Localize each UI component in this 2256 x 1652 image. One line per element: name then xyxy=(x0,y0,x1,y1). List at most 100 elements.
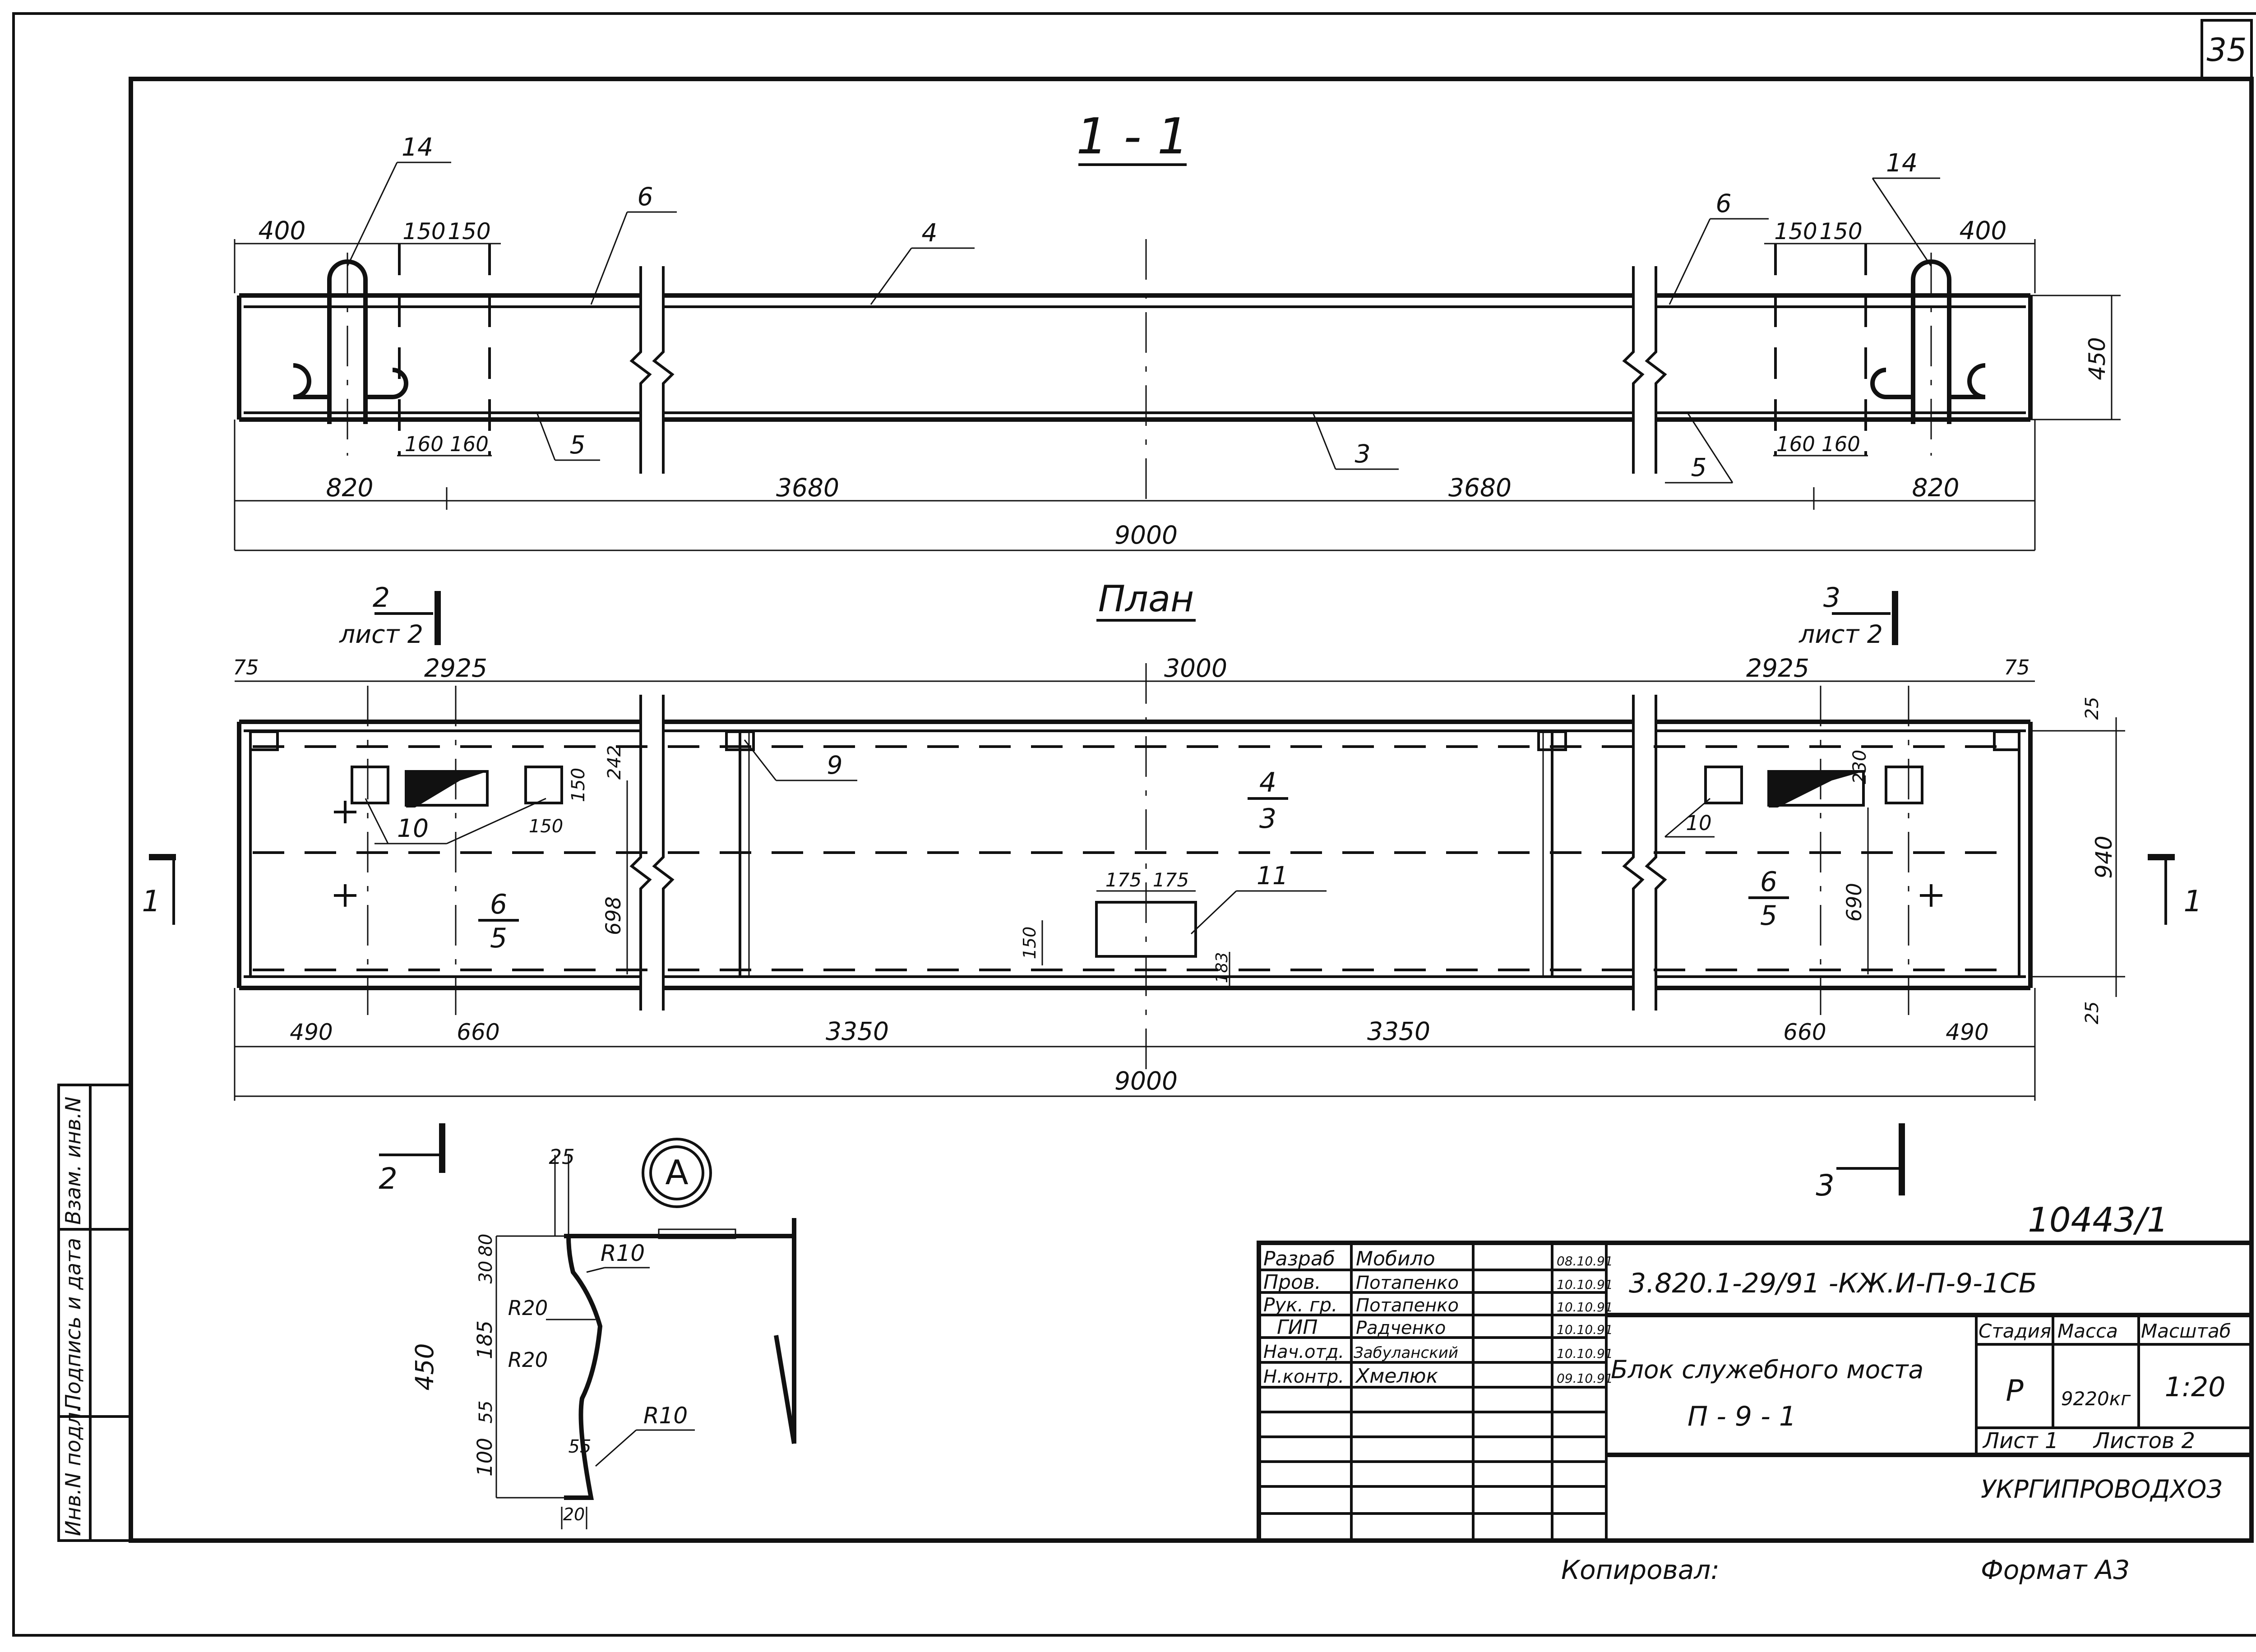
mark-14-right: 14 xyxy=(1886,148,1918,177)
tb-role-3: ГИП xyxy=(1277,1316,1318,1339)
view-left-sheet: лист 2 xyxy=(339,620,423,649)
plan-dim-175-b: 175 xyxy=(1153,869,1189,891)
section-mark-2: 2 xyxy=(379,1162,397,1196)
fraction-left-bottom: 5 xyxy=(490,923,507,954)
tb-name-5: Хмелюк xyxy=(1355,1365,1438,1388)
detail-dim-450: 450 xyxy=(410,1343,439,1391)
tb-role-5: Н.контр. xyxy=(1263,1366,1344,1387)
fraction-right-top: 6 xyxy=(1760,866,1777,898)
section-dim-150-a: 150 xyxy=(402,218,445,245)
mark-5-right: 5 xyxy=(1691,453,1707,482)
section-mark-3: 3 xyxy=(1816,1169,1834,1203)
title-block: 10443/1 Разраб Мобило 08.10.91 Пров. Пот… xyxy=(1257,1200,2254,1585)
section-height-450: 450 xyxy=(2084,337,2110,380)
plan-bdim-3350-left: 3350 xyxy=(826,1017,889,1046)
section-dim-400-left: 400 xyxy=(259,216,306,245)
plan-title: План xyxy=(1098,578,1194,620)
mark-14-left: 14 xyxy=(402,133,433,162)
plan-bdim-660-left: 660 xyxy=(457,1019,499,1045)
plan-dim-75-left: 75 xyxy=(233,655,259,679)
detail-dim-25: 25 xyxy=(549,1145,574,1169)
detail-dim-185: 185 xyxy=(473,1320,497,1359)
tb-date-4: 10.10.91 xyxy=(1557,1346,1613,1361)
tb-org: УКРГИПРОВОДХОЗ xyxy=(1981,1475,2223,1504)
tb-role-1: Пров. xyxy=(1263,1271,1321,1294)
fraction-center-top: 4 xyxy=(1259,767,1276,798)
plan-total-9000: 9000 xyxy=(1114,1066,1178,1095)
plan-dim-690: 690 xyxy=(1842,883,1866,922)
tb-sheet: Лист 1 xyxy=(1982,1428,2058,1454)
plan-dim-150-v: 150 xyxy=(568,768,589,802)
tb-mass: 9220кг xyxy=(2061,1388,2131,1410)
section-dim-150-c: 150 xyxy=(1774,218,1817,245)
detail-dim-100: 100 xyxy=(473,1438,497,1477)
tb-name-2: Потапенко xyxy=(1356,1295,1459,1316)
stamp-signature-date: Подпись и дата xyxy=(61,1238,85,1410)
tb-date-0: 08.10.91 xyxy=(1557,1254,1613,1269)
mark-10-left: 10 xyxy=(397,814,429,843)
section-dim-160-c: 160 xyxy=(1776,432,1815,456)
plan-dim-75-right: 75 xyxy=(2004,655,2029,679)
section-dim-400-right: 400 xyxy=(1960,216,2007,245)
section-span-820-left: 820 xyxy=(326,473,374,502)
tb-name-4: Забуланский xyxy=(1354,1344,1458,1362)
plan-bdim-490-right: 490 xyxy=(1946,1019,1988,1045)
plan-bdim-490-left: 490 xyxy=(290,1019,333,1045)
tb-sheets: Листов 2 xyxy=(2093,1428,2195,1454)
tb-product-mark: П - 9 - 1 xyxy=(1687,1401,1796,1432)
detail-r20-bottom: R20 xyxy=(508,1348,548,1372)
plan-dim-2925-left: 2925 xyxy=(424,654,487,683)
section-dim-160-b: 160 xyxy=(450,432,489,456)
tb-scale-header: Масштаб xyxy=(2141,1320,2231,1342)
mark-6-left: 6 xyxy=(638,182,653,211)
tb-product-name: Блок служебного моста xyxy=(1611,1355,1923,1384)
tb-role-0: Разраб xyxy=(1263,1247,1335,1270)
mark-6-right: 6 xyxy=(1716,189,1732,218)
mark-3: 3 xyxy=(1355,439,1371,468)
mark-11: 11 xyxy=(1257,861,1288,890)
plan-view: План 2 лист 2 3 лист 2 75 2925 3000 2925… xyxy=(142,578,2202,1203)
tb-date-3: 10.10.91 xyxy=(1557,1322,1613,1337)
mark-10-right: 10 xyxy=(1686,811,1711,835)
detail-dim-55-h: 55 xyxy=(569,1436,592,1457)
section-1-1: 1 - 1 xyxy=(234,107,2121,551)
tb-mass-header: Масса xyxy=(2057,1320,2118,1342)
detail-dim-30: 30 xyxy=(476,1261,496,1284)
detail-dim-80: 80 xyxy=(476,1234,496,1257)
tb-code: 3.820.1-29/91 -КЖ.И-П-9-1СБ xyxy=(1629,1268,2037,1299)
view-left-number: 2 xyxy=(373,582,390,614)
plan-dim-25-top: 25 xyxy=(2082,697,2103,720)
inner-frame xyxy=(129,77,2254,1543)
sheet-number: 35 xyxy=(2206,32,2247,69)
fraction-center-bottom: 3 xyxy=(1259,803,1276,835)
plan-bdim-660-right: 660 xyxy=(1783,1019,1826,1045)
detail-dim-55-v: 55 xyxy=(476,1401,496,1424)
plan-dim-150-small: 150 xyxy=(1020,927,1040,960)
detail-label: A xyxy=(665,1153,688,1192)
section-span-820-right: 820 xyxy=(1912,473,1960,502)
tb-copied: Копировал: xyxy=(1561,1555,1720,1585)
view-right-sheet: лист 2 xyxy=(1798,620,1883,649)
plan-dim-2925-right: 2925 xyxy=(1746,654,1809,683)
view-right-number: 3 xyxy=(1823,582,1840,614)
plan-dim-242: 242 xyxy=(604,745,625,780)
detail-r10-top: R10 xyxy=(601,1240,645,1266)
mark-9: 9 xyxy=(827,751,843,780)
tb-role-4: Нач.отд. xyxy=(1263,1342,1344,1362)
plan-dim-3000: 3000 xyxy=(1164,654,1227,683)
mark-4: 4 xyxy=(922,218,938,247)
plan-dim-175-a: 175 xyxy=(1105,869,1142,891)
detail-r20-top: R20 xyxy=(508,1296,548,1320)
section-dim-150-d: 150 xyxy=(1819,218,1862,245)
plan-dim-150-h: 150 xyxy=(529,816,563,837)
section-mark-1-left: 1 xyxy=(142,885,160,918)
tb-format: Формат А3 xyxy=(1981,1555,2130,1585)
tb-scale: 1:20 xyxy=(2165,1371,2226,1403)
fraction-right-bottom: 5 xyxy=(1760,900,1777,932)
side-stamp: Инв.N подл. Подпись и дата Взам. инв.N xyxy=(57,1084,132,1542)
tb-role-2: Рук. гр. xyxy=(1263,1294,1337,1316)
section-total-9000: 9000 xyxy=(1114,521,1178,549)
detail-r10-bottom: R10 xyxy=(643,1403,688,1429)
plan-dim-230: 230 xyxy=(1849,750,1870,784)
